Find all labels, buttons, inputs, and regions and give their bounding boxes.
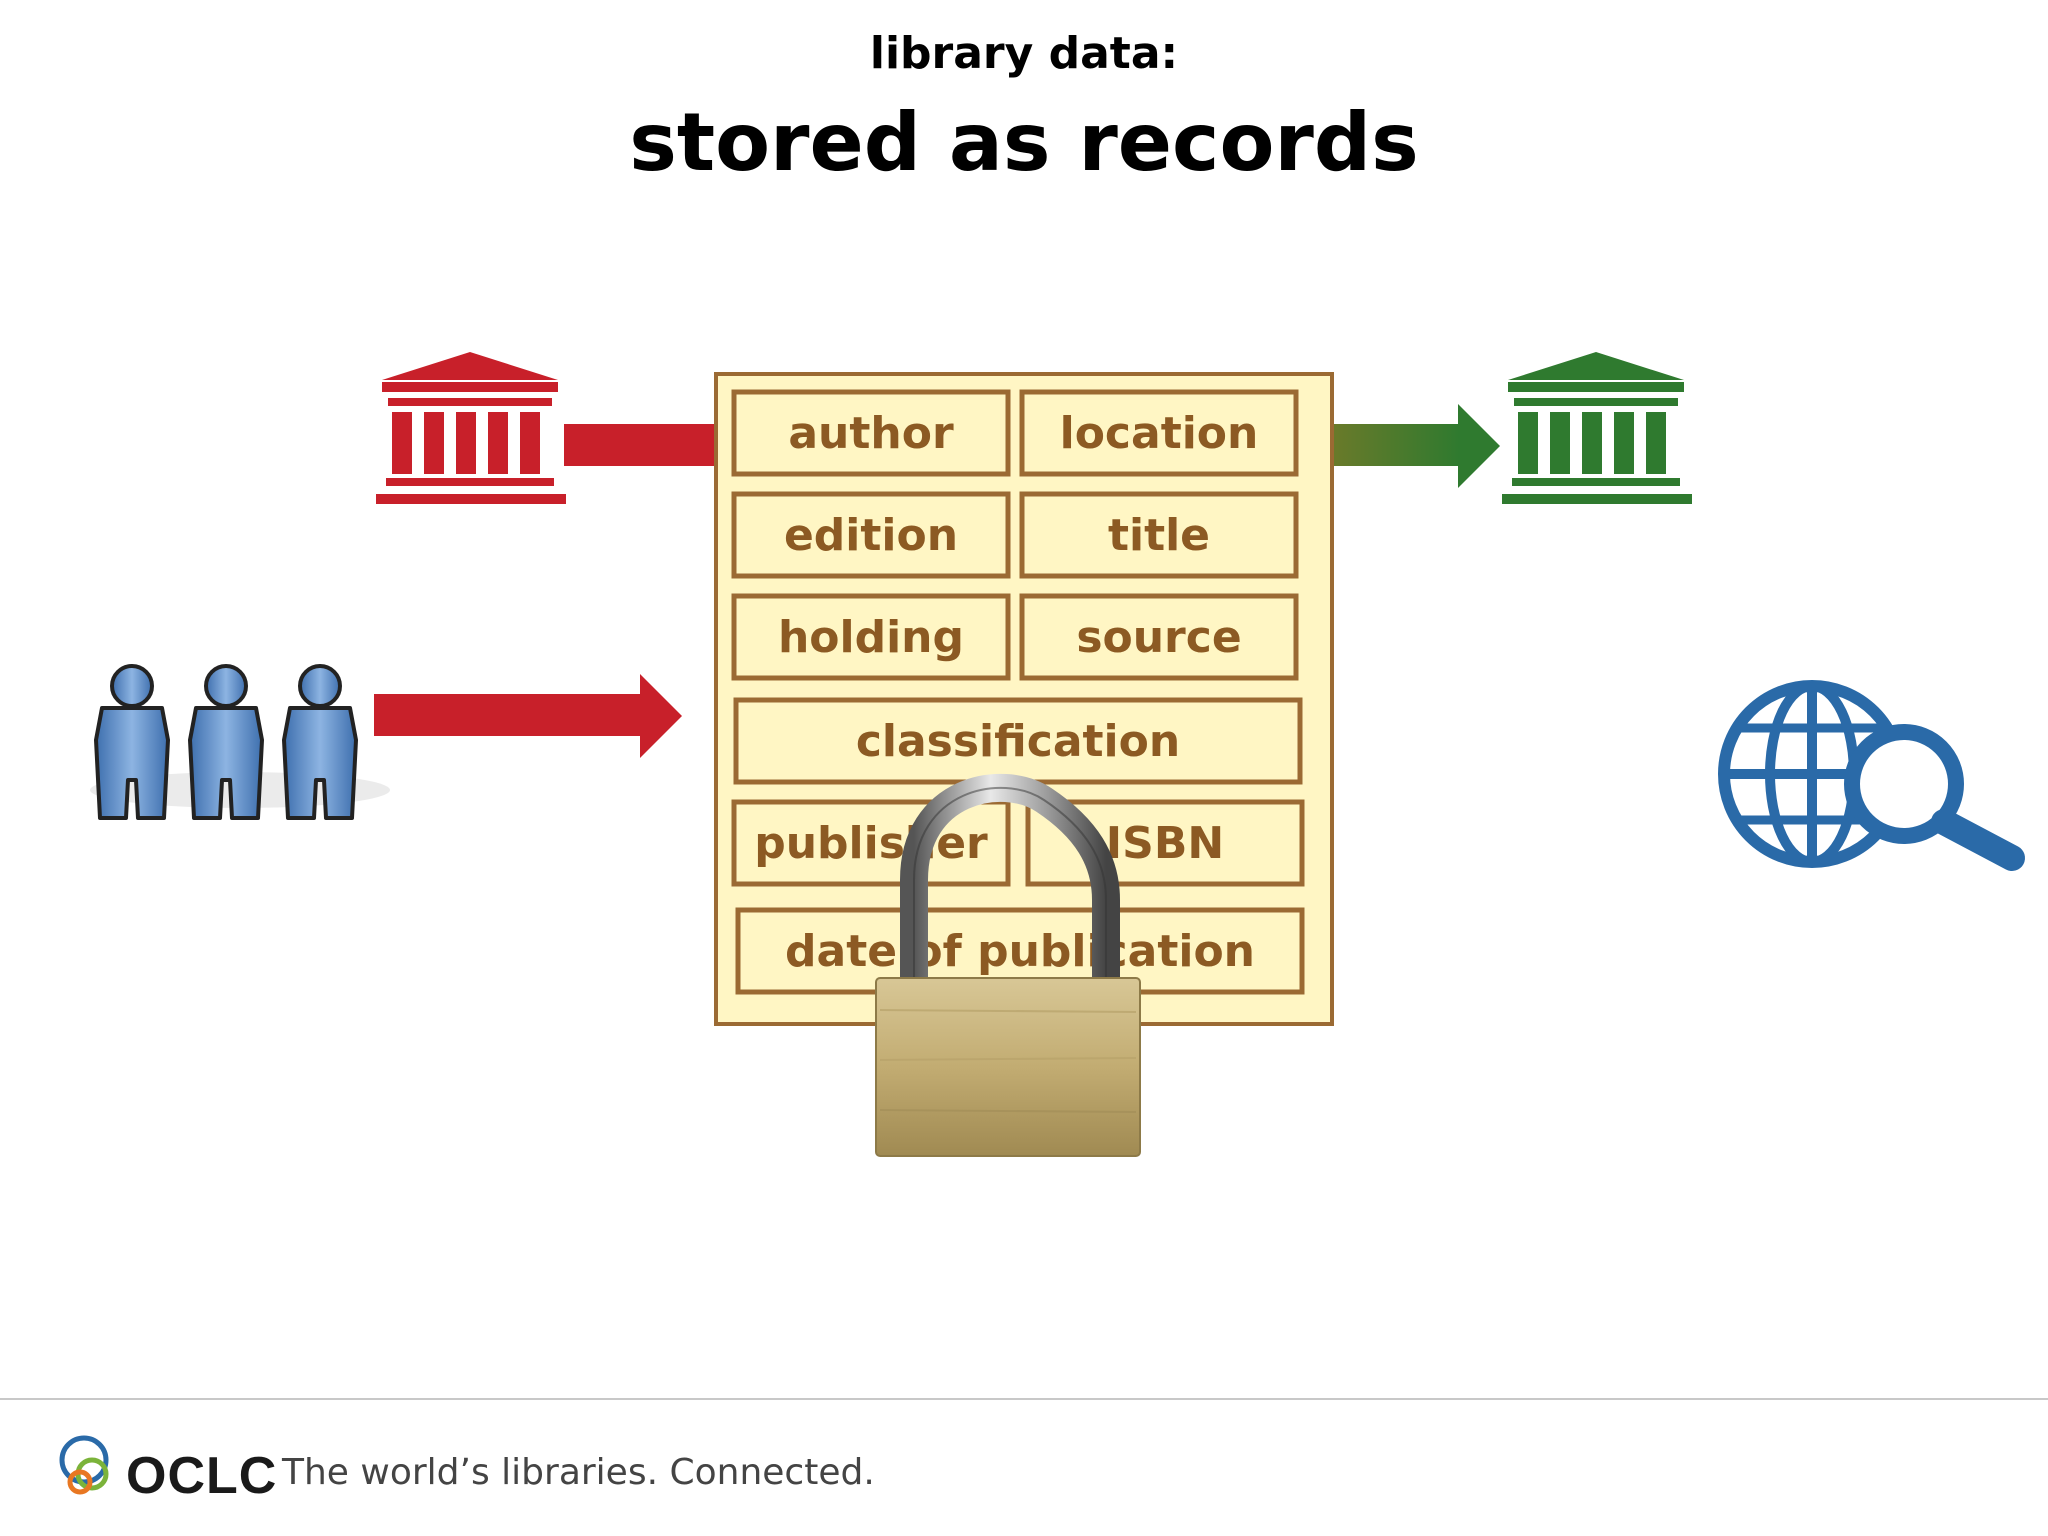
- field-classification: classification: [733, 697, 1303, 785]
- field-title: title: [1019, 491, 1299, 579]
- field-edition-label: edition: [784, 510, 958, 561]
- slide-title: stored as records: [629, 96, 1419, 189]
- footer-brand: OCLC: [126, 1447, 278, 1505]
- field-edition: edition: [731, 491, 1011, 579]
- library-connector-red: [564, 424, 716, 466]
- field-location: location: [1019, 389, 1299, 477]
- record-card: author location edition title holding so…: [714, 372, 1334, 1026]
- footer-divider: [0, 1398, 2048, 1400]
- library-building-green-icon: [1502, 352, 1692, 504]
- field-date-of-publication: date of publication: [735, 907, 1305, 995]
- field-author-label: author: [788, 408, 954, 459]
- globe-search-icon: [1718, 680, 2025, 871]
- oclc-logo-icon: [59, 1435, 109, 1495]
- field-isbn-label: ISBN: [1106, 818, 1224, 869]
- person-icon: [94, 664, 170, 820]
- field-classification-label: classification: [856, 716, 1180, 767]
- field-holding: holding: [731, 593, 1011, 681]
- field-date-of-publication-label: date of publication: [785, 926, 1255, 977]
- field-holding-label: holding: [778, 612, 964, 663]
- field-publisher-label: publisher: [754, 818, 988, 869]
- person-icon: [282, 664, 358, 820]
- field-location-label: location: [1060, 408, 1259, 459]
- slide-subtitle: library data:: [869, 28, 1179, 79]
- padlock-icon: [875, 774, 1141, 1157]
- library-building-red-icon: [376, 352, 566, 504]
- field-title-label: title: [1108, 510, 1210, 561]
- field-publisher: publisher: [731, 799, 1011, 887]
- arrow-to-green-library: [1332, 404, 1500, 488]
- footer-tagline: The world’s libraries. Connected.: [282, 1452, 875, 1493]
- arrow-users-to-record: [374, 674, 682, 758]
- field-author: author: [731, 389, 1011, 477]
- field-source: source: [1019, 593, 1299, 681]
- people-group-icon: [90, 664, 390, 820]
- person-icon: [188, 664, 264, 820]
- field-source-label: source: [1076, 612, 1241, 663]
